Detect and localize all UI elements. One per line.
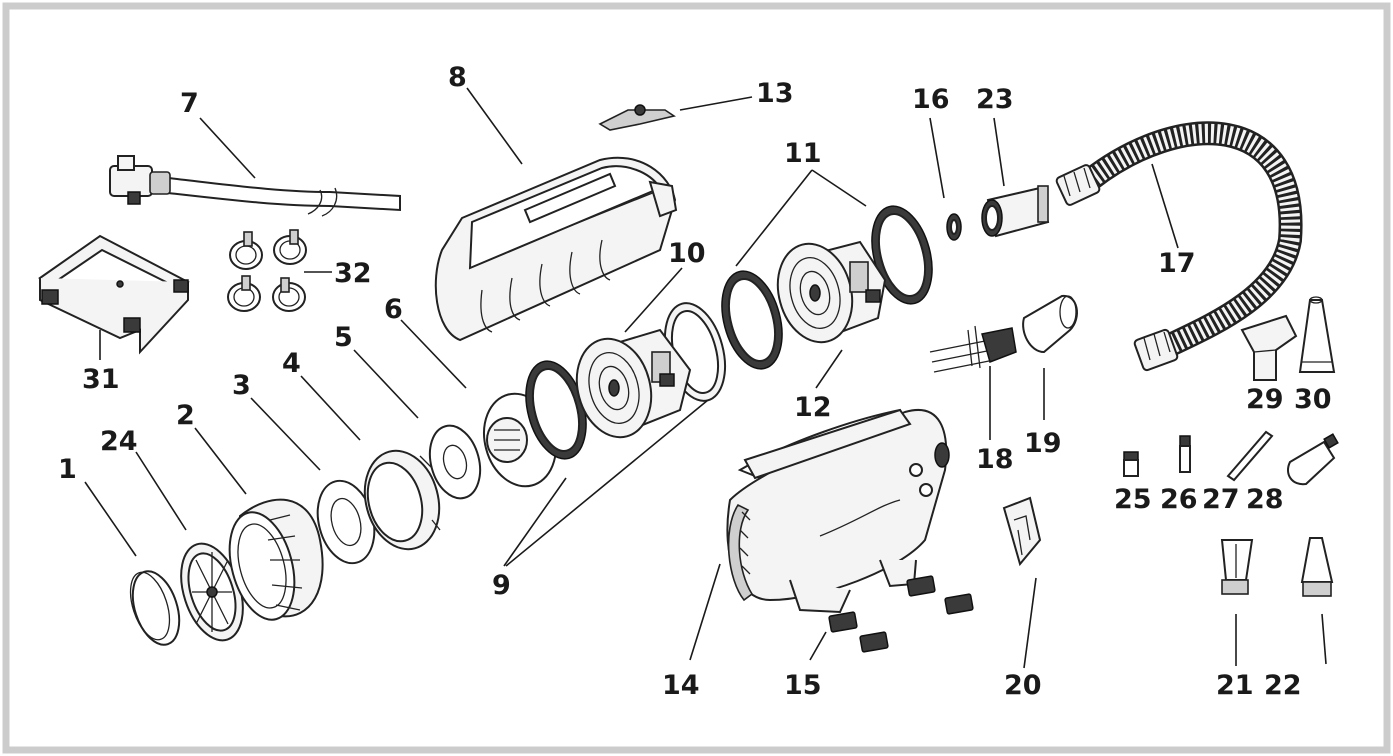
label-6: 6 bbox=[384, 294, 403, 325]
part-8-top-housing bbox=[434, 156, 678, 342]
part-labels: 1 24 2 3 4 5 6 7 8 9 10 11 12 13 14 15 1… bbox=[58, 62, 1332, 701]
label-7: 7 bbox=[180, 88, 199, 119]
part-13-small-cover bbox=[598, 104, 676, 131]
part-20-switch bbox=[1002, 496, 1042, 567]
part-30-cone-nozzle bbox=[1298, 296, 1336, 373]
part-24-intake-grill bbox=[180, 542, 244, 642]
label-3: 3 bbox=[232, 370, 251, 401]
label-23: 23 bbox=[976, 84, 1014, 115]
part-1-filter bbox=[129, 570, 181, 646]
part-19-nozzle-cone bbox=[1022, 294, 1078, 354]
part-11-seal-rings bbox=[721, 205, 933, 370]
label-19: 19 bbox=[1024, 428, 1062, 459]
label-9: 9 bbox=[492, 570, 511, 601]
part-16-o-ring bbox=[946, 213, 962, 241]
part-26-pin bbox=[1179, 435, 1191, 473]
part-12-motor bbox=[776, 240, 887, 344]
label-28: 28 bbox=[1246, 484, 1284, 515]
part-28-small-nozzle bbox=[1287, 433, 1339, 486]
label-14: 14 bbox=[662, 670, 700, 701]
label-27: 27 bbox=[1202, 484, 1240, 515]
part-21-flat-nozzle bbox=[1220, 539, 1254, 595]
label-11: 11 bbox=[784, 138, 822, 169]
label-30: 30 bbox=[1294, 384, 1332, 415]
label-12: 12 bbox=[794, 392, 832, 423]
part-3-gasket bbox=[316, 479, 376, 565]
label-5: 5 bbox=[334, 322, 353, 353]
label-17: 17 bbox=[1158, 248, 1196, 279]
part-22-round-nozzle bbox=[1300, 537, 1334, 597]
label-32: 32 bbox=[334, 258, 372, 289]
part-14-main-body bbox=[726, 408, 950, 614]
label-10: 10 bbox=[668, 238, 706, 269]
part-27-rod bbox=[1226, 430, 1274, 482]
part-32-hose-clamps bbox=[227, 229, 307, 312]
part-15-feet bbox=[828, 575, 974, 653]
leader-lines bbox=[84, 87, 1327, 669]
part-5-washer bbox=[428, 424, 482, 500]
part-2-filter-cover bbox=[228, 498, 324, 621]
label-25: 25 bbox=[1114, 484, 1152, 515]
part-4-ring-flange bbox=[363, 449, 441, 551]
part-23-adapter-tube bbox=[981, 185, 1050, 238]
part-29-angle-nozzle bbox=[1240, 314, 1298, 381]
part-7-power-cord bbox=[109, 155, 401, 217]
part-10-motor bbox=[575, 328, 692, 439]
label-21: 21 bbox=[1216, 670, 1254, 701]
part-25-cap bbox=[1123, 451, 1139, 477]
label-22: 22 bbox=[1264, 670, 1302, 701]
label-31: 31 bbox=[82, 364, 120, 395]
label-18: 18 bbox=[976, 444, 1014, 475]
label-26: 26 bbox=[1160, 484, 1198, 515]
label-2: 2 bbox=[176, 400, 195, 431]
label-20: 20 bbox=[1004, 670, 1042, 701]
part-17-hose bbox=[1055, 121, 1303, 372]
part-18-heater bbox=[929, 325, 1017, 373]
label-16: 16 bbox=[912, 84, 950, 115]
label-4: 4 bbox=[282, 348, 301, 379]
label-24: 24 bbox=[100, 426, 138, 457]
label-1: 1 bbox=[58, 454, 77, 485]
label-8: 8 bbox=[448, 62, 467, 93]
label-15: 15 bbox=[784, 670, 822, 701]
part-31-stand bbox=[38, 234, 190, 355]
label-13: 13 bbox=[756, 78, 794, 109]
label-29: 29 bbox=[1246, 384, 1284, 415]
